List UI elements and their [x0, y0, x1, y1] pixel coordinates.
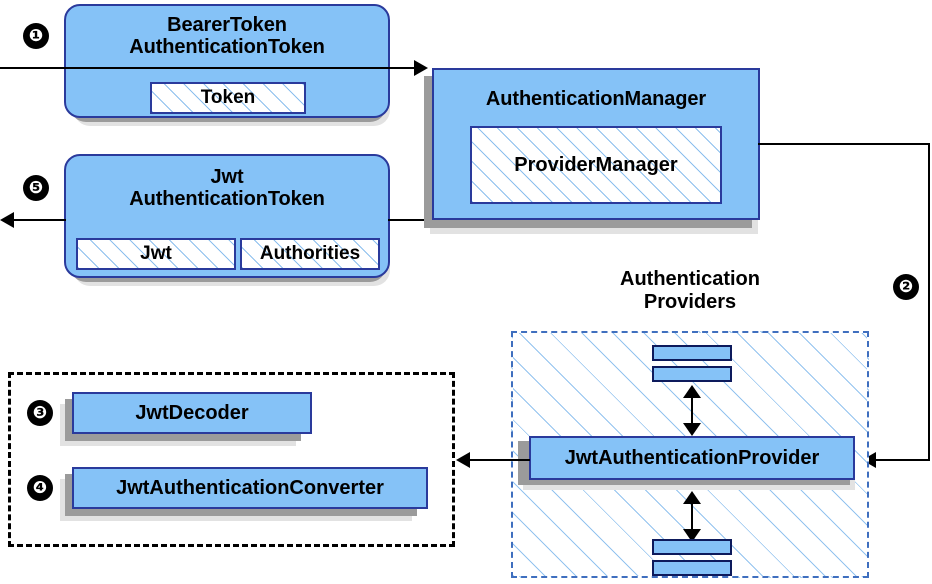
connector-provider-to-tools [470, 459, 530, 461]
step-badge-1: ❶ [23, 23, 49, 49]
jwt-token-title-line2: AuthenticationToken [129, 188, 325, 211]
connector-request-in-arrowhead [414, 60, 428, 76]
connector-step2-right [928, 143, 930, 459]
step-badge-4: ❹ [27, 475, 53, 501]
inner-box-jwt-label: Jwt [140, 243, 172, 264]
provider-stub-bottom-2 [652, 560, 732, 576]
provider-stub-top-1 [652, 345, 732, 361]
provider-stub-top-2 [652, 366, 732, 382]
step-badge-2: ❷ [893, 274, 919, 300]
inner-box-authorities[interactable]: Authorities [240, 238, 380, 270]
step-badge-5: ❺ [23, 175, 49, 201]
provider-stub-bottom-1 [652, 539, 732, 555]
step-badge-2-number: ❷ [898, 276, 914, 297]
inner-box-token[interactable]: Token [150, 82, 306, 114]
bearer-token-title-line2: AuthenticationToken [129, 36, 325, 59]
jwt-token-title: Jwt AuthenticationToken [66, 166, 388, 211]
node-jwt-authentication-token[interactable]: Jwt AuthenticationToken Jwt Authorities [64, 154, 390, 278]
inner-box-authorities-label: Authorities [259, 243, 361, 264]
authentication-providers-label: Authentication Providers [560, 268, 820, 314]
connector-response-out [14, 219, 66, 221]
provider-link-bottom-arrow-up [683, 491, 701, 504]
inner-box-token-label: Token [200, 87, 256, 108]
step-badge-4-number: ❹ [32, 477, 48, 498]
connector-request-in [0, 67, 418, 69]
step-badge-5-number: ❺ [28, 177, 44, 198]
step-badge-3-number: ❸ [32, 402, 48, 423]
step-badge-3: ❸ [27, 400, 53, 426]
step-badge-1-number: ❶ [28, 25, 44, 46]
node-bearer-token-authentication-token[interactable]: BearerToken AuthenticationToken Token [64, 4, 390, 118]
node-jwt-decoder[interactable]: JwtDecoder [72, 392, 312, 434]
jwt-decoder-label: JwtDecoder [135, 401, 249, 424]
inner-box-jwt[interactable]: Jwt [76, 238, 236, 270]
provider-link-top-arrow-up [683, 385, 701, 398]
connector-manager-to-jwt-token [388, 219, 434, 221]
jwt-authentication-converter-label: JwtAuthenticationConverter [116, 476, 384, 499]
inner-box-provider-manager-label: ProviderManager [514, 153, 678, 176]
node-jwt-authentication-converter[interactable]: JwtAuthenticationConverter [72, 467, 428, 509]
jwt-token-title-line1: Jwt [210, 166, 244, 188]
connector-response-out-arrowhead [0, 212, 14, 228]
provider-link-bottom-line [691, 498, 693, 532]
authentication-manager-title: AuthenticationManager [434, 88, 758, 110]
connector-step2-top [758, 143, 930, 145]
node-authentication-manager[interactable]: AuthenticationManager ProviderManager [432, 68, 760, 220]
authentication-providers-label-line2: Providers [643, 291, 737, 313]
bearer-token-title-line1: BearerToken [167, 14, 287, 36]
bearer-token-title: BearerToken AuthenticationToken [66, 14, 388, 59]
authentication-manager-title-text: AuthenticationManager [485, 88, 707, 110]
provider-link-top-line [691, 392, 693, 426]
jwt-authentication-provider-label: JwtAuthenticationProvider [564, 446, 820, 469]
provider-link-top-arrow-down [683, 423, 701, 436]
jwt-tools-container [8, 372, 455, 547]
node-jwt-authentication-provider[interactable]: JwtAuthenticationProvider [529, 436, 855, 480]
inner-box-provider-manager[interactable]: ProviderManager [470, 126, 722, 204]
connector-provider-to-tools-arrowhead [456, 452, 470, 468]
connector-step2-bottom [876, 459, 930, 461]
provider-link-bottom-arrow-down [683, 529, 701, 542]
authentication-providers-label-line1: Authentication [620, 268, 760, 290]
